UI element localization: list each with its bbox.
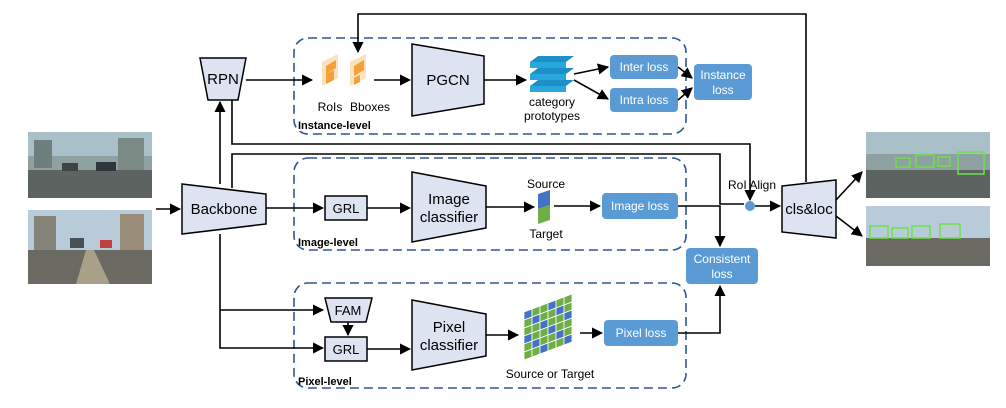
fam-label: FAM: [335, 303, 362, 318]
image-loss-box: [602, 193, 678, 219]
roi-align-label: RoI Align: [728, 178, 776, 192]
pixel-level-group: [293, 282, 687, 389]
input-source-image: [28, 132, 152, 198]
consistent-loss-label-1: Consistent: [694, 252, 751, 266]
intra-loss-label: Intra loss: [620, 93, 669, 107]
backbone-label: Backbone: [191, 201, 258, 218]
cls-loc-module: [781, 179, 837, 239]
pixel-prediction-map: [523, 293, 573, 361]
intra-loss-box: [610, 88, 678, 112]
grl-pixel-label: GRL: [333, 342, 360, 357]
pgcn-label: PGCN: [426, 72, 469, 89]
category-prototypes-label-1: category: [529, 95, 575, 109]
image-loss-label: Image loss: [611, 199, 669, 213]
pixel-loss-label: Pixel loss: [616, 326, 667, 340]
source-label: Source: [527, 177, 565, 191]
input-target-image: [28, 210, 152, 284]
rpn-label: RPN: [207, 71, 239, 88]
source-or-target-label: Source or Target: [506, 367, 595, 381]
inter-loss-label: Inter loss: [620, 60, 669, 74]
consistent-loss-label-2: loss: [711, 267, 732, 281]
rpn-module: [199, 57, 247, 101]
instance-level-group: [293, 37, 687, 135]
inter-loss-box: [610, 55, 678, 79]
connectors: [156, 13, 863, 355]
instance-level-label: Instance-level: [298, 120, 371, 132]
target-label: Target: [529, 227, 563, 241]
pixel-classifier-label-2: classifier: [420, 337, 478, 354]
image-level-group: [293, 157, 687, 251]
pixel-level-label: Pixel-level: [298, 376, 352, 388]
rois-label: RoIs: [318, 100, 343, 114]
instance-loss-label-1: Instance: [700, 68, 746, 82]
image-classifier-label-1: Image: [428, 191, 470, 208]
output-source-image: [866, 132, 990, 198]
source-target-indicator: [538, 190, 550, 224]
roi-align-node: [745, 201, 755, 211]
bboxes-label: Bboxes: [350, 100, 390, 114]
consistent-loss-box: [686, 248, 758, 284]
image-classifier-label-2: classifier: [420, 209, 478, 226]
pixel-classifier-label-1: Pixel: [433, 319, 466, 336]
output-target-image: [866, 206, 990, 266]
cls-loc-label: cls&loc: [785, 201, 833, 218]
bboxes-icon: [350, 54, 366, 86]
fam-module: [324, 297, 373, 323]
rois-icon: [322, 54, 338, 86]
grl-image-module: [324, 195, 368, 221]
backbone-module: [181, 183, 267, 235]
pixel-classifier-module: [411, 299, 487, 371]
image-level-label: Image-level: [298, 237, 358, 249]
instance-loss-box: [694, 64, 752, 100]
instance-loss-label-2: loss: [712, 83, 733, 97]
category-prototypes-label-2: prototypes: [524, 109, 580, 123]
pixel-loss-box: [604, 320, 678, 346]
category-prototypes-icon: [530, 56, 574, 92]
grl-image-label: GRL: [333, 201, 360, 216]
image-classifier-module: [411, 171, 487, 243]
pgcn-module: [411, 43, 485, 117]
pixel-map-cell: [563, 333, 573, 346]
